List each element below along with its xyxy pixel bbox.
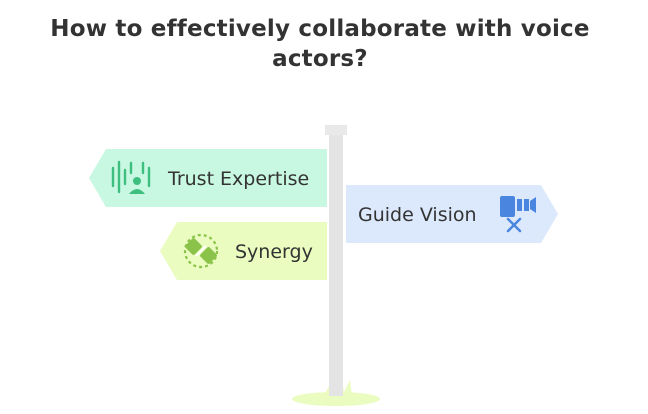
voice-wave-person-icon bbox=[111, 160, 151, 194]
title-line-1: How to effectively collaborate with voic… bbox=[50, 16, 590, 42]
signpost-pole bbox=[325, 125, 347, 396]
page-title: How to effectively collaborate with voic… bbox=[0, 14, 640, 74]
camera-cross-icon bbox=[500, 196, 536, 233]
sign-guide-vision bbox=[346, 185, 558, 243]
sign-label-synergy: Synergy bbox=[235, 241, 313, 263]
sign-trust-expertise bbox=[89, 149, 327, 207]
sign-label-guide-vision: Guide Vision bbox=[358, 204, 477, 226]
connected-puzzle-icon bbox=[183, 233, 219, 269]
sign-label-trust-expertise: Trust Expertise bbox=[168, 168, 310, 190]
title-line-2: actors? bbox=[272, 46, 368, 72]
sign-synergy bbox=[160, 222, 327, 280]
